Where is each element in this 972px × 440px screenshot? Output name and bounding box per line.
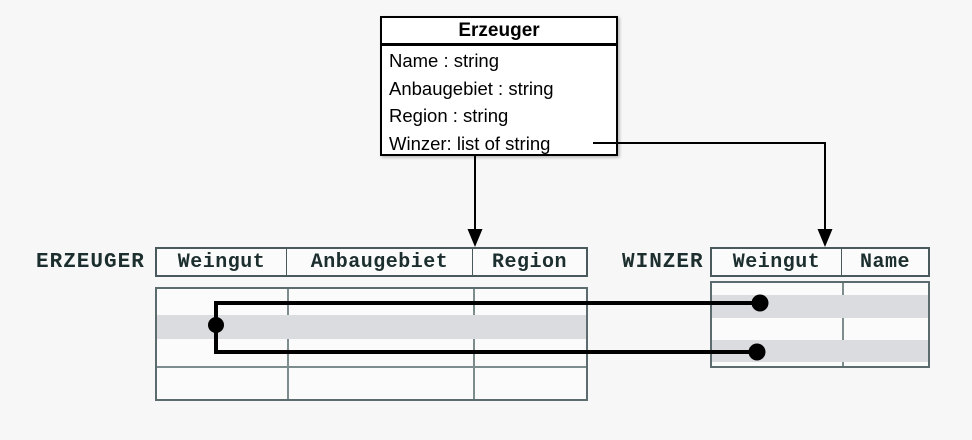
winzer-attribute-to-winzer-arrow-line: [593, 142, 826, 231]
class-to-erzeuger-arrowhead-icon: [467, 229, 483, 247]
uml-class-box-erzeuger: Erzeuger Name : string Anbaugebiet : str…: [380, 16, 618, 156]
erzeuger-table-body: [155, 287, 588, 401]
erzeuger-column-region: Region: [491, 250, 567, 274]
class-attribute-list: Name : string Anbaugebiet : string Regio…: [382, 46, 616, 157]
winzer-highlighted-row-1: [712, 295, 928, 318]
erzeuger-body-column-divider-2: [473, 289, 475, 399]
class-attribute-winzer: Winzer: list of string: [389, 132, 551, 154]
erzeuger-body-row-divider: [157, 366, 586, 368]
erzeuger-column-anbaugebiet: Anbaugebiet: [287, 249, 473, 275]
erzeuger-table-header: Weingut Anbaugebiet Region: [155, 247, 588, 277]
winzer-attribute-arrowhead-icon: [817, 229, 833, 247]
erzeuger-table-label: ERZEUGER: [36, 251, 145, 274]
winzer-highlighted-row-2: [712, 340, 928, 362]
winzer-table-header: Weingut Name: [710, 247, 930, 277]
class-attribute-anbaugebiet: Anbaugebiet : string: [389, 77, 554, 99]
erzeuger-highlighted-row: [157, 315, 586, 339]
winzer-table-body: [710, 281, 930, 368]
winzer-column-name: Name: [859, 250, 910, 274]
winzer-column-weingut: Weingut: [712, 249, 842, 275]
class-attribute-name: Name : string: [389, 50, 500, 71]
winzer-body-column-divider: [842, 283, 844, 366]
class-attribute-region: Region : string: [389, 105, 509, 126]
winzer-table-label: WINZER: [622, 251, 704, 274]
erzeuger-column-weingut: Weingut: [157, 249, 287, 275]
erzeuger-body-column-divider-1: [287, 289, 289, 399]
class-title: Erzeuger: [382, 18, 616, 46]
